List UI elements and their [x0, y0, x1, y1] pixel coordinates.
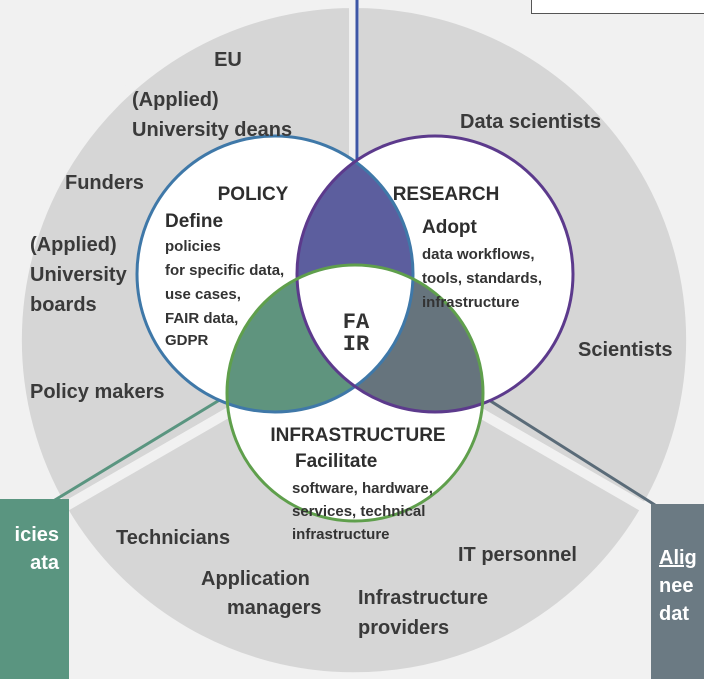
- policy-item: policies: [165, 238, 221, 255]
- infrastructure-circle: [225, 263, 485, 523]
- policy-item: GDPR: [165, 332, 209, 349]
- right-callout-text: Alig: [659, 547, 697, 569]
- policy-verb: Define: [165, 211, 223, 232]
- stakeholder-label: Policy makers: [30, 381, 165, 403]
- top-right-box: [531, 0, 704, 14]
- svg-text:FA: FA: [343, 310, 370, 335]
- research-circle: [295, 134, 575, 414]
- stakeholder-label: Application: [201, 568, 310, 590]
- fair-logo: FA IR: [343, 310, 370, 357]
- stakeholder-label: IT personnel: [458, 544, 577, 566]
- infrastructure-item: software, hardware,: [292, 480, 433, 497]
- left-callout-text: ata: [30, 552, 59, 574]
- research-item: tools, standards,: [422, 270, 542, 287]
- svg-text:IR: IR: [343, 332, 370, 357]
- research-title: RESEARCH: [393, 184, 500, 205]
- infrastructure-title: INFRASTRUCTURE: [270, 425, 445, 446]
- policy-item: FAIR data,: [165, 310, 238, 327]
- infrastructure-verb: Facilitate: [295, 451, 377, 472]
- right-callout-text: nee: [659, 575, 694, 597]
- infrastructure-item: infrastructure: [292, 526, 390, 543]
- infrastructure-connector-line: [49, 388, 237, 505]
- infrastructure-item: services, technical: [292, 503, 425, 520]
- stakeholder-label: Funders: [65, 172, 144, 194]
- right-callout-text: dat: [659, 603, 689, 625]
- right-callout-box: Alig nee dat: [651, 504, 704, 679]
- stakeholder-label: Technicians: [116, 527, 230, 549]
- stakeholder-label: Scientists: [578, 339, 672, 361]
- research-item: infrastructure: [422, 294, 520, 311]
- stakeholder-label: (Applied): [30, 234, 117, 256]
- stakeholder-label: University deans: [132, 119, 292, 141]
- policy-title: POLICY: [218, 184, 289, 205]
- stakeholder-label: University: [30, 264, 128, 286]
- left-callout-text: icies: [14, 524, 59, 546]
- left-callout-box: icies ata: [0, 499, 69, 679]
- stakeholder-label: managers: [227, 597, 322, 619]
- policy-item: for specific data,: [165, 262, 284, 279]
- research-connector-line: [469, 386, 656, 507]
- stakeholder-label: Data scientists: [460, 111, 601, 133]
- stakeholder-label: EU: [214, 49, 242, 71]
- research-verb: Adopt: [422, 217, 478, 238]
- stakeholder-label: (Applied): [132, 89, 219, 111]
- policy-circle: [135, 134, 415, 414]
- stakeholder-label: boards: [30, 294, 97, 316]
- research-item: data workflows,: [422, 246, 535, 263]
- policy-item: use cases,: [165, 286, 241, 303]
- stakeholder-label: providers: [358, 617, 449, 639]
- stakeholder-label: Infrastructure: [358, 587, 488, 609]
